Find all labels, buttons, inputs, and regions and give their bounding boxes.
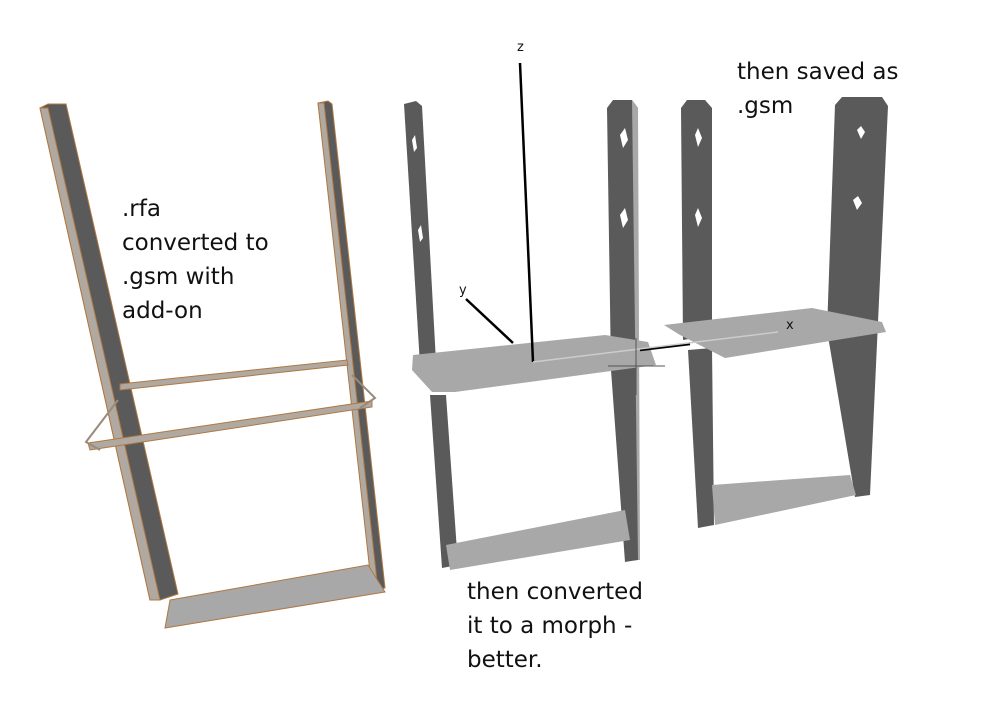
y-axis-label: y [459, 283, 467, 298]
left-post-edge [39, 107, 161, 601]
coordinate-axes [465, 62, 779, 395]
right-post-edge [317, 102, 379, 591]
morph-note-line: then converted [467, 579, 643, 605]
y-axis-line [465, 298, 514, 344]
gsm-model [664, 97, 888, 528]
morph-note: then converted it to a morph - better. [467, 575, 643, 677]
top-rail [119, 359, 349, 391]
x-axis-label: x [786, 318, 794, 333]
morph-bottom [446, 510, 630, 570]
gsm-holes [695, 126, 865, 227]
gsm-right-post [827, 97, 888, 497]
rfa-note-line: .gsm with [122, 264, 235, 290]
bottom-plate [164, 564, 386, 629]
gsm-bottom [712, 475, 856, 525]
right-bracket [351, 374, 377, 409]
left-bracket [84, 399, 119, 451]
rfa-note-line: .rfa [122, 196, 161, 222]
rfa-converted-model [39, 100, 386, 629]
bottom-rail [87, 400, 373, 451]
x-axis-line [639, 342, 691, 352]
morph-note-line: better. [467, 647, 543, 673]
saved-note-line: .gsm [737, 93, 794, 119]
morph-note-line: it to a morph - [467, 613, 633, 639]
saved-note: then saved as .gsm [737, 55, 898, 123]
morph-left-leg [430, 395, 458, 568]
morph-holes [412, 128, 628, 242]
morph-plate [412, 335, 656, 392]
rfa-note-line: converted to [122, 230, 269, 256]
morph-model [404, 100, 656, 570]
z-axis-label: z [517, 40, 524, 55]
morph-right-post-edge [632, 100, 640, 560]
gsm-left-leg [688, 348, 714, 528]
z-axis-line [518, 62, 535, 363]
saved-note-line: then saved as [737, 59, 899, 85]
morph-right-post [607, 100, 638, 562]
rfa-note: .rfa converted to .gsm with add-on [122, 192, 269, 328]
rfa-note-line: add-on [122, 298, 203, 324]
